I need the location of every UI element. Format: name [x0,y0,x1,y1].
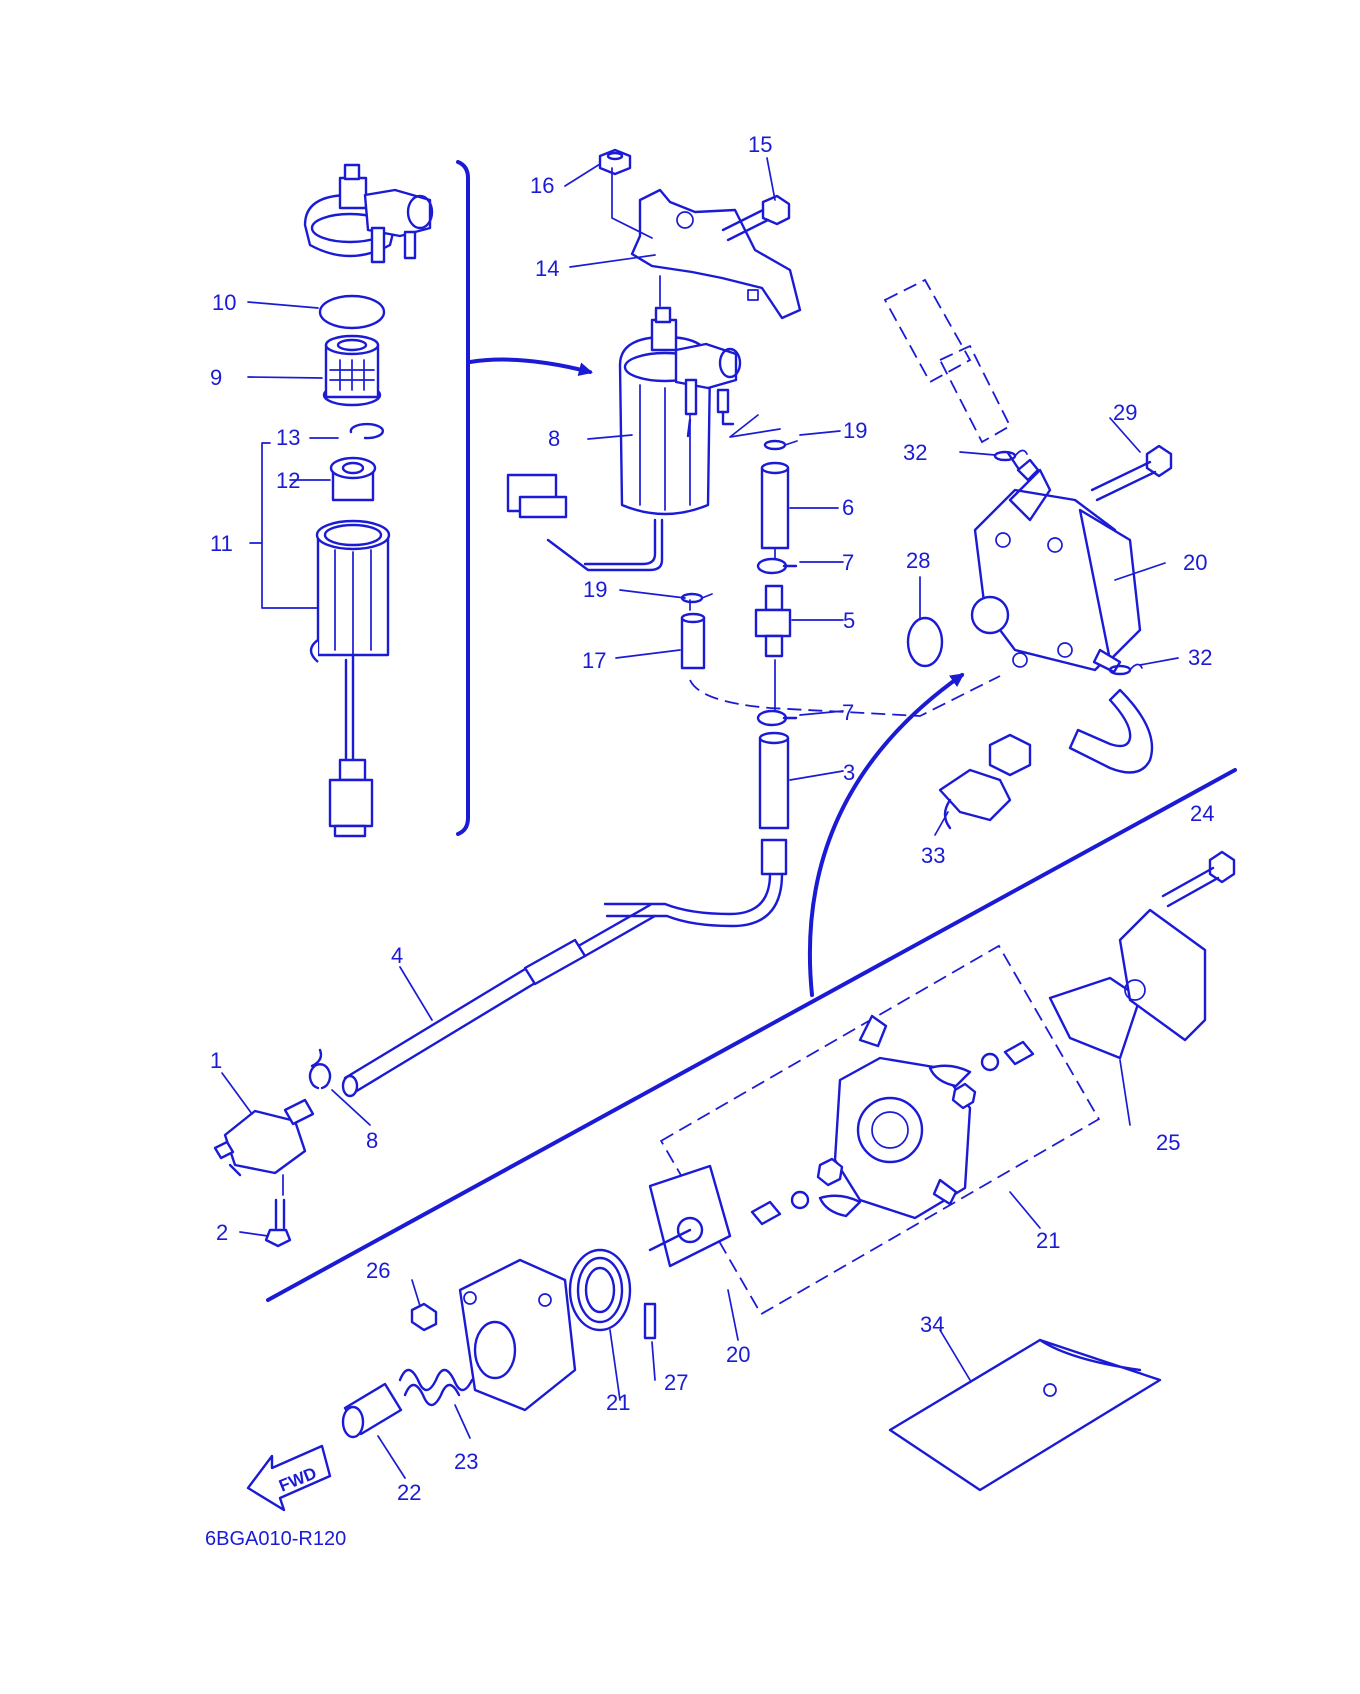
callout-26: 24 [1190,801,1214,826]
nut-28 [410,1302,438,1332]
callout-labels: 10 9 13 12 11 16 15 14 8 19 6 7 19 5 17 … [210,132,1214,1505]
group-bracket [456,160,470,836]
clip-32-lower [1108,663,1143,676]
callout-33: 33 [921,843,945,868]
bolt-31 [1090,444,1173,502]
callout-15: 14 [535,256,559,281]
callout-19b: 19 [583,577,607,602]
bolt-16 [721,194,791,242]
forward-arrow-icon: FWD [246,1444,332,1512]
callout-22: 20 [726,1342,750,1367]
screw-2 [264,1174,292,1248]
callout-31: 29 [1113,400,1137,425]
joint-5 [754,584,792,658]
spring-23 [568,1248,632,1332]
pump-base [458,1258,577,1412]
fuel-filter-9 [506,306,742,572]
callout-7a: 7 [842,550,854,575]
group-arrow [468,357,593,377]
callout-32b: 32 [1188,645,1212,670]
panel-divider [266,768,1237,1302]
connector-1 [213,1098,315,1177]
callout-14: 13 [276,425,300,450]
callout-32a: 32 [903,440,927,465]
filter-element-10 [322,334,382,407]
filter-bowl-12 [309,519,391,838]
leaders-center [564,157,844,781]
spring-25 [398,1368,474,1407]
hose-6 [760,461,790,550]
callout-23: 21 [606,1390,630,1415]
clip-8 [308,1048,332,1090]
callout-18: 17 [582,648,606,673]
diaphragm-27 [1048,976,1142,1060]
callout-13: 12 [276,468,300,493]
callout-4: 4 [391,943,403,968]
callout-30: 28 [906,548,930,573]
hose-elbow [1068,688,1154,774]
manual-34 [888,1338,1162,1492]
clip-7-lower [756,709,798,727]
callout-12: 11 [210,531,233,556]
hose-18 [680,612,1001,717]
callout-25: 23 [454,1449,478,1474]
check-valve-parts [750,1040,1035,1226]
callout-20: 20 [1183,550,1207,575]
o-ring-30 [906,616,944,668]
centerline-filter [659,275,776,711]
callout-9: 8 [548,426,560,451]
bolt-26 [1161,850,1236,908]
callout-11: 10 [212,290,236,315]
clip-7-upper [756,557,798,575]
hose-3 [603,731,790,928]
clamp-33 [938,733,1032,830]
callout-6: 6 [842,495,854,520]
callout-28: 26 [366,1258,390,1283]
circlip-14 [349,422,385,440]
callout-27: 25 [1156,1130,1180,1155]
nut-17 [598,148,632,176]
collar-13 [329,456,377,502]
leaders-left [247,301,339,609]
leaders-right [919,417,1179,836]
callout-5: 5 [843,608,855,633]
callout-24: 22 [397,1480,421,1505]
callout-19a: 19 [843,418,867,443]
injector-ghost [883,278,1012,444]
plunger-24 [341,1382,403,1439]
callout-7b: 7 [842,700,854,725]
fuel-filter-top-cap [303,163,434,264]
diaphragm-22 [648,1164,732,1268]
leaders-lower [377,1059,1131,1479]
fuel-pump-20 [970,451,1142,674]
cover-plate [1118,908,1207,1042]
callout-10: 9 [210,365,222,390]
assembly-arrow [807,673,965,997]
callout-21: 21 [1036,1228,1060,1253]
clip-19-lower [680,592,713,604]
bracket-15 [630,188,802,320]
callout-3: 3 [843,760,855,785]
callout-29: 27 [664,1370,688,1395]
callout-2: 2 [216,1220,228,1245]
hose-4 [341,903,657,1098]
pin-29 [643,1302,657,1340]
callout-16: 15 [748,132,772,157]
drawing-code: 6BGA010-R120 [205,1528,346,1550]
callout-1: 1 [210,1048,222,1073]
callout-17: 16 [530,173,554,198]
callout-8: 8 [366,1128,378,1153]
callout-34: 34 [920,1312,944,1337]
o-ring-11 [318,294,386,330]
clip-32-upper [993,449,1028,462]
pump-body [816,1014,977,1220]
clip-19-upper [763,439,798,451]
leaders-lower-left [221,966,433,1237]
